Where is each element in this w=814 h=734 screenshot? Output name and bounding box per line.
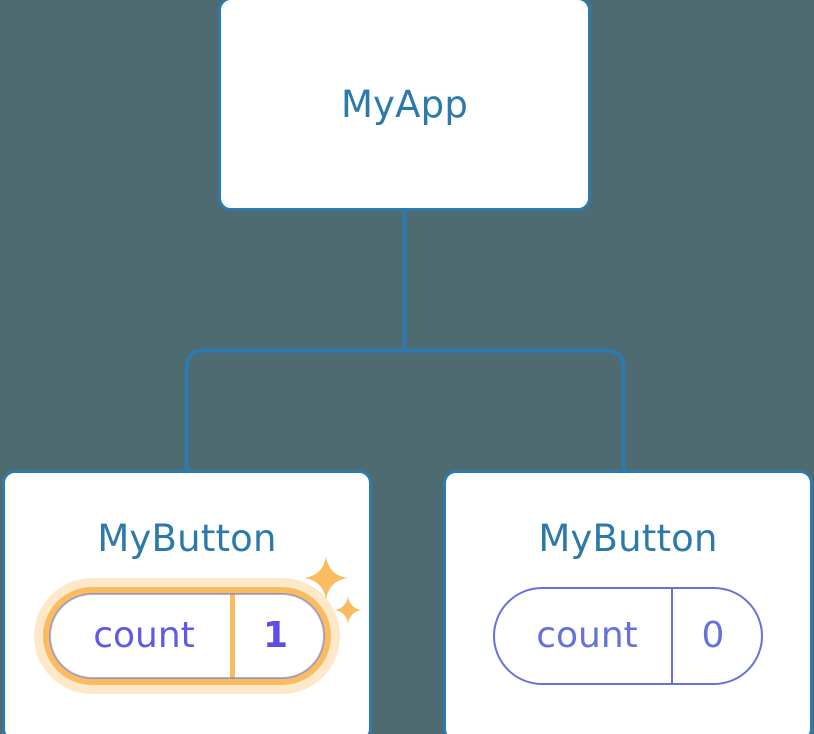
state-key: count xyxy=(93,615,195,656)
connector-branch-left xyxy=(184,348,405,472)
node-title: MyButton xyxy=(538,517,718,560)
state-value: 1 xyxy=(230,594,324,678)
node-mybutton-left[interactable]: MyButton count 1 xyxy=(2,470,372,734)
state-value: 0 xyxy=(671,589,761,683)
state-key: count xyxy=(536,615,638,656)
node-title: MyApp xyxy=(340,82,469,126)
state-badge-highlighted[interactable]: count 1 xyxy=(43,587,331,685)
node-myapp[interactable]: MyApp xyxy=(218,0,591,211)
connector-branch-right xyxy=(404,348,626,472)
node-title: MyButton xyxy=(97,517,277,560)
state-badge-plain[interactable]: count 0 xyxy=(493,587,763,685)
node-mybutton-right[interactable]: MyButton count 0 xyxy=(443,470,813,734)
state-badge-wrap: count 1 xyxy=(43,587,331,685)
state-badge-wrap: count 0 xyxy=(493,587,763,685)
